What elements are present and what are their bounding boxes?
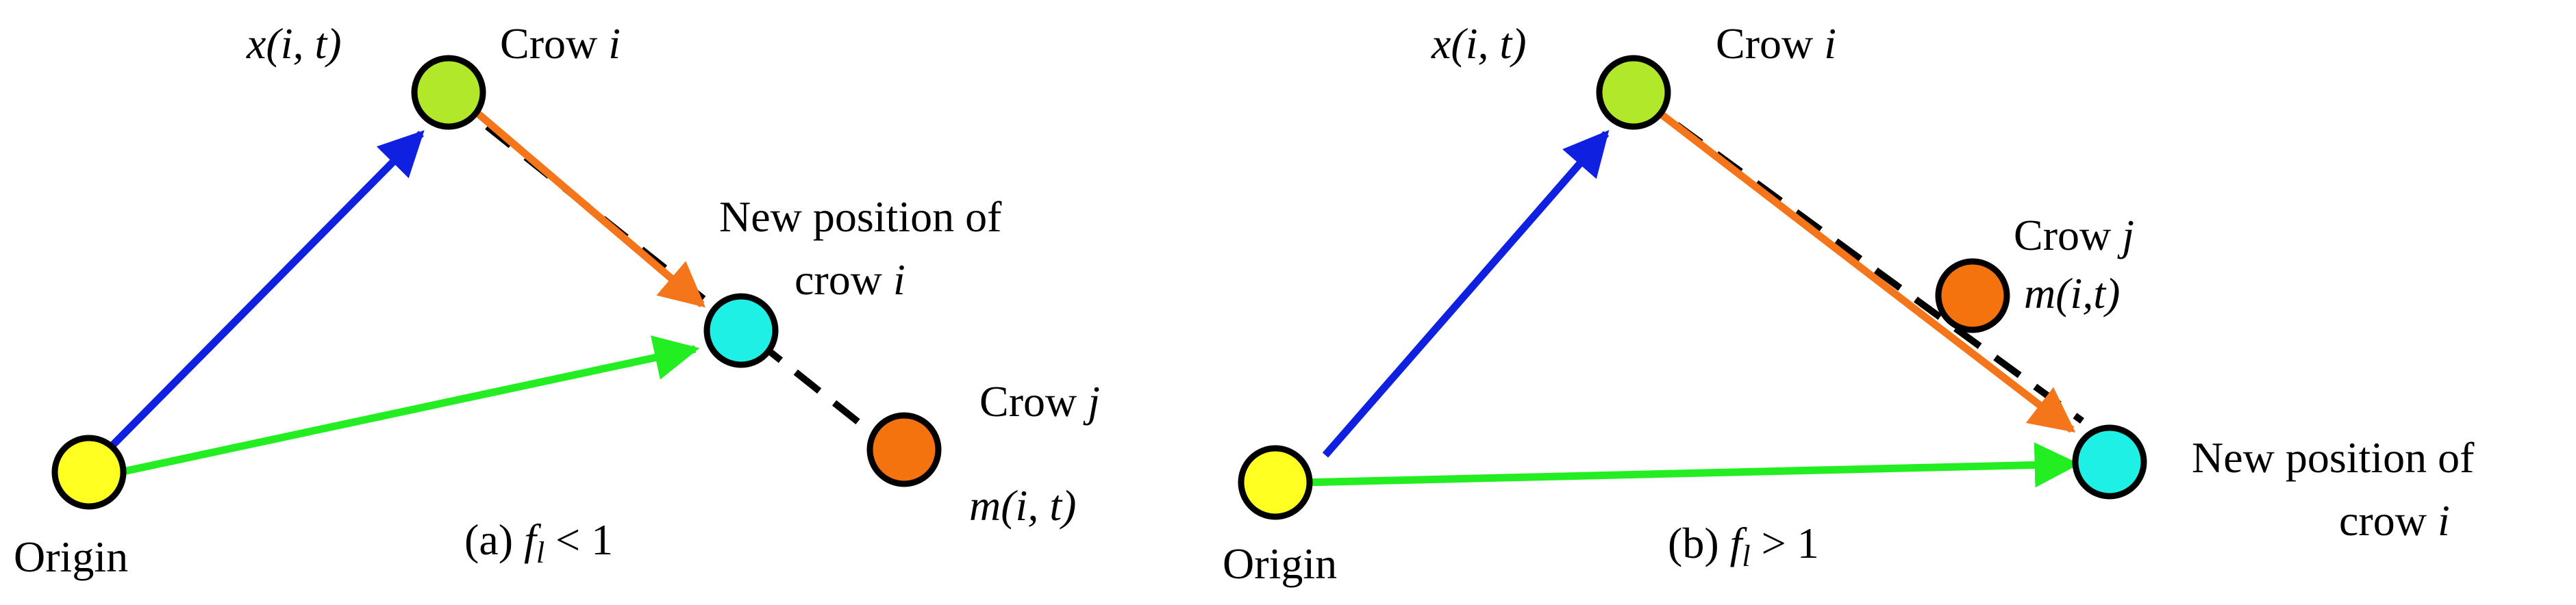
green-arrow-origin-to-new-position (1304, 442, 2080, 488)
crow-i-node (1596, 55, 1671, 130)
caption-b-rel: > 1 (1751, 519, 1819, 567)
crow-j-node (866, 412, 942, 487)
crow-j-label: Crow j (979, 377, 1100, 426)
caption-a: (a) fl < 1 (464, 515, 613, 569)
crow-j-word: Crow (2014, 211, 2122, 259)
green-arrow-origin-to-new-position (118, 335, 700, 476)
new-position-line1: New position of (2192, 433, 2475, 482)
new-position-word: crow (2339, 496, 2438, 545)
crow-j-word: Crow (979, 377, 1088, 426)
crow-j-node (1935, 258, 2010, 333)
blue-arrow-origin-to-crow-i (1322, 130, 1610, 458)
orange-arrow-crow-i-to-new-position (1648, 103, 2076, 433)
crow-i-var: i (608, 19, 621, 68)
caption-a-prefix: (a) (464, 515, 524, 564)
crow-i-word: Crow (1716, 19, 1824, 68)
new-position-line2: crow i (795, 255, 905, 304)
caption-b: (b) fl > 1 (1668, 519, 1819, 573)
origin-label: Origin (1223, 539, 1337, 588)
crow-i-word: Crow (500, 19, 608, 68)
dashed-line-crow-i-to-crow-j (1635, 92, 2084, 424)
crow-i-node (411, 55, 486, 130)
orange-arrow-crow-i-to-new-position (466, 103, 706, 308)
caption-b-sub: l (1742, 539, 1750, 573)
new-position-var: i (893, 255, 905, 304)
xit-label: x(i, t) (1431, 19, 1527, 68)
blue-arrow-origin-to-crow-i (107, 130, 425, 451)
panel-a: x(i, t) Crow i New position of crow i Cr… (14, 19, 1100, 581)
origin-node (1238, 445, 1313, 520)
panel-b: x(i, t) Crow i Crow j m(i,t) New positio… (1223, 19, 2475, 588)
caption-a-rel: < 1 (545, 515, 613, 564)
crow-i-label: Crow i (500, 19, 621, 68)
crow-i-label: Crow i (1716, 19, 1836, 68)
new-position-node (2072, 424, 2147, 500)
crow-j-label: Crow j (2014, 211, 2134, 259)
new-position-var: i (2438, 496, 2450, 545)
caption-b-prefix: (b) (1668, 519, 1730, 567)
mit-label: m(i,t) (2024, 269, 2120, 318)
new-position-line1: New position of (719, 192, 1002, 241)
xit-label: x(i, t) (246, 19, 342, 68)
dashed-line-crow-i-to-crow-j (446, 93, 890, 448)
origin-label: Origin (14, 532, 128, 581)
new-position-word: crow (795, 255, 893, 304)
caption-a-sub: l (536, 536, 545, 569)
new-position-line2: crow i (2339, 496, 2450, 545)
origin-node (51, 435, 127, 510)
crow-i-var: i (1824, 19, 1836, 68)
mit-label: m(i, t) (969, 481, 1076, 530)
new-position-node (703, 293, 779, 368)
